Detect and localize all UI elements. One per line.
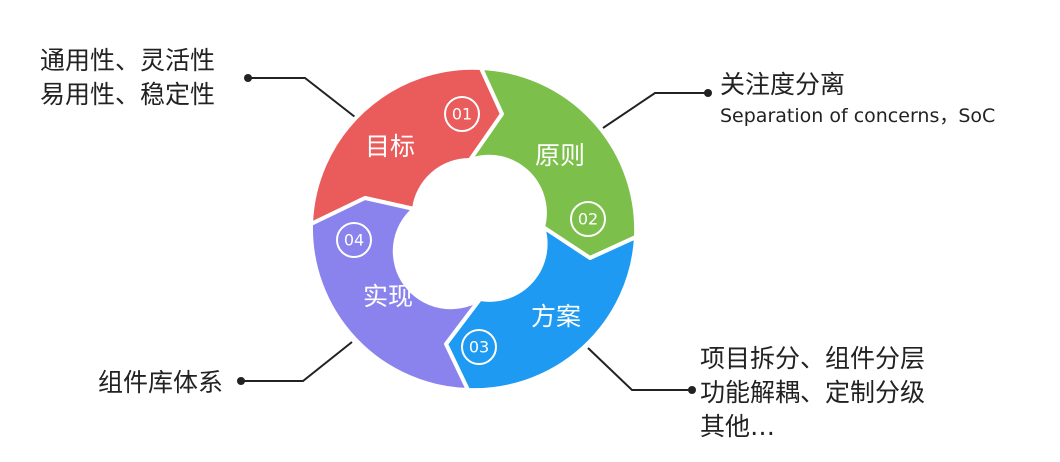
annotation-principle-subtitle: Separation of concerns，SoC	[720, 105, 996, 127]
number-label-03: 03	[469, 338, 489, 357]
number-circle-02	[570, 201, 606, 237]
annotation-principle-title: 关注度分离	[720, 70, 846, 99]
leader-line-goal	[250, 77, 356, 118]
annotation-goal-line-2: 易用性、稳定性	[40, 80, 216, 109]
leader-dot-impl	[237, 377, 245, 385]
leader-line-principle	[602, 92, 706, 129]
annotation-goal-line-1: 通用性、灵活性	[40, 46, 216, 75]
number-badges	[336, 96, 606, 365]
annotation-impl: 组件库体系	[98, 366, 223, 400]
segment-labels: 目标 原则 方案 实现	[363, 132, 585, 331]
number-circle-03	[461, 329, 497, 365]
segment-label-plan: 方案	[531, 302, 581, 331]
annotation-plan-line-1: 项目拆分、组件分层	[700, 344, 926, 373]
leader-lines	[243, 77, 706, 391]
leader-dot-principle	[704, 89, 712, 97]
number-circle-01	[444, 96, 480, 132]
leader-line-impl	[243, 341, 353, 382]
number-label-02: 02	[578, 210, 598, 229]
leader-dots	[237, 74, 712, 394]
annotation-impl-line-1: 组件库体系	[98, 368, 224, 397]
leader-dot-goal	[244, 74, 252, 82]
segment-label-goal: 目标	[365, 132, 415, 161]
segment-goal[interactable]	[309, 65, 504, 226]
ring	[308, 65, 639, 393]
annotation-plan-line-2: 功能解耦、定制分级	[700, 378, 926, 407]
number-labels: 01 02 03 04	[344, 105, 598, 357]
leader-dot-plan	[688, 386, 696, 394]
annotation-plan: 项目拆分、组件分层 功能解耦、定制分级 其他…	[700, 342, 925, 444]
segment-impl[interactable]	[308, 196, 482, 392]
number-label-01: 01	[452, 105, 472, 124]
annotation-plan-line-3: 其他…	[700, 412, 776, 441]
leader-line-plan	[587, 347, 690, 391]
segment-label-principle: 原则	[535, 141, 585, 170]
annotation-principle: 关注度分离 Separation of concerns，SoC	[720, 68, 995, 130]
number-label-04: 04	[344, 231, 364, 250]
number-circle-04	[336, 222, 372, 258]
annotation-goal: 通用性、灵活性 易用性、稳定性	[40, 44, 215, 112]
segment-label-impl: 实现	[363, 282, 413, 311]
